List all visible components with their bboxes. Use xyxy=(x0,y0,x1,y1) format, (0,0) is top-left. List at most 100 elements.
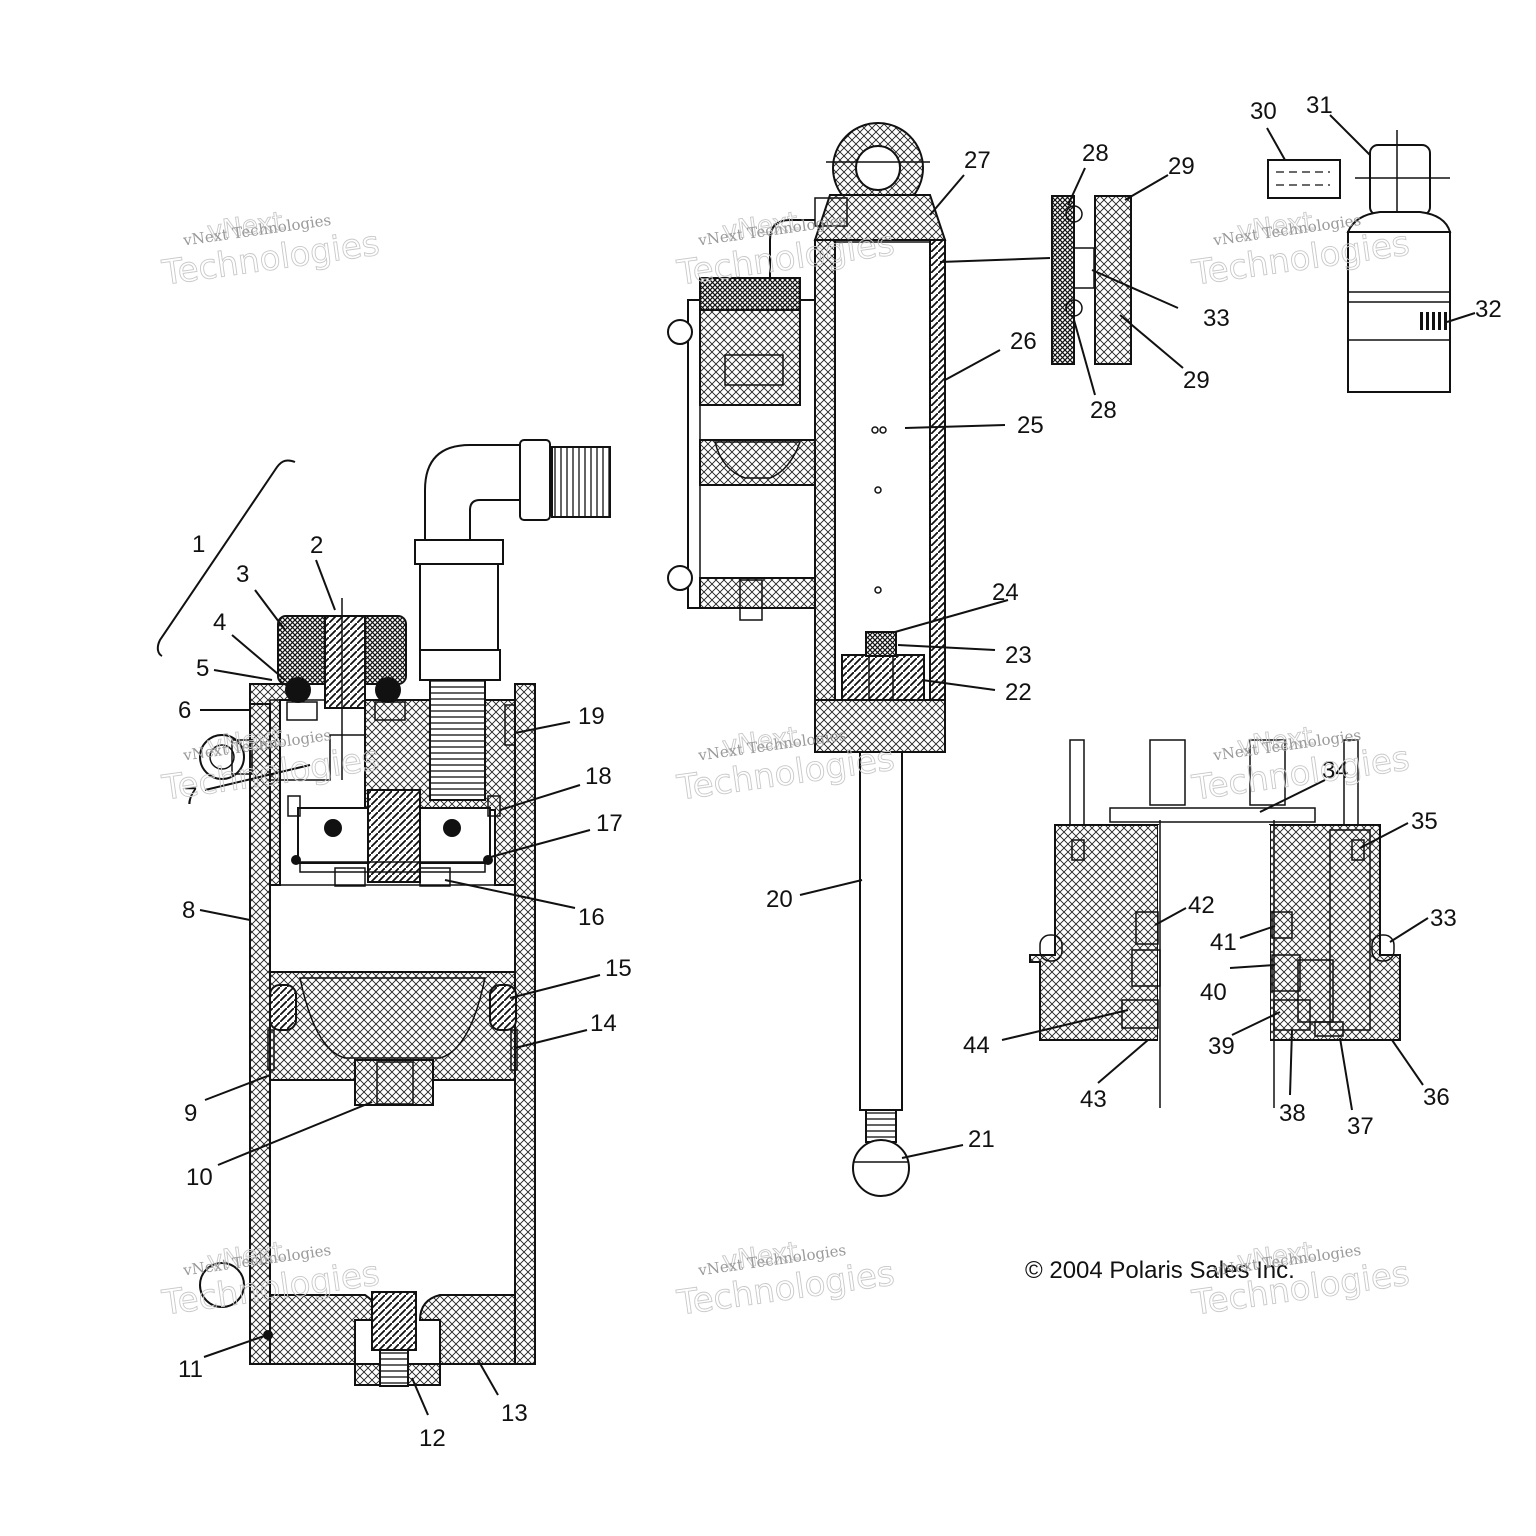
washer-right xyxy=(374,701,406,721)
callout-43: 43 xyxy=(1080,1086,1107,1113)
callout-16: 16 xyxy=(578,904,605,931)
fitting-threads xyxy=(429,679,486,801)
callout-34: 34 xyxy=(1322,757,1349,784)
sh-plug-37 xyxy=(1314,1021,1344,1037)
washer-left xyxy=(286,701,318,721)
callout-22: 22 xyxy=(1005,679,1032,706)
sh-seal-42 xyxy=(1135,911,1159,945)
sh-bore xyxy=(1158,825,1270,1115)
callout-33b: 33 xyxy=(1430,905,1457,932)
piggyback-endcap xyxy=(699,577,816,609)
callout-4: 4 xyxy=(213,609,226,636)
hole-3 xyxy=(874,486,882,494)
cap-inner-line xyxy=(270,734,365,781)
callout-11: 11 xyxy=(178,1356,203,1383)
seal-18-right xyxy=(487,795,501,817)
callout-5: 5 xyxy=(196,655,209,682)
hose-barb xyxy=(551,446,611,518)
callout-36: 36 xyxy=(1423,1084,1450,1111)
detail-ring-top xyxy=(1065,205,1083,223)
o-ring-left xyxy=(285,677,311,703)
reservoir-assembly xyxy=(156,439,611,1387)
callout-31: 31 xyxy=(1306,92,1333,119)
schrader-valve xyxy=(371,1291,417,1351)
seal-19 xyxy=(504,704,516,746)
hole-1 xyxy=(871,426,879,434)
wear-band-15-left xyxy=(269,984,297,1031)
sh-shaft-right xyxy=(1249,739,1286,806)
callout-labels: 1 2 3 4 5 6 7 8 9 10 11 12 13 14 15 16 1… xyxy=(178,92,1502,1452)
callout-25: 25 xyxy=(1017,412,1044,439)
body-fitting xyxy=(814,197,848,227)
leader-lines xyxy=(199,114,1476,1416)
adjuster-screw xyxy=(324,615,366,709)
top-right-detail xyxy=(1267,130,1452,393)
hole-2 xyxy=(879,426,887,434)
callout-14: 14 xyxy=(590,1010,617,1037)
reservoir-wall-right xyxy=(514,683,536,1365)
body-tube-left xyxy=(814,239,836,753)
callout-35: 35 xyxy=(1411,808,1438,835)
seal-14-right xyxy=(510,1029,518,1071)
piggyback-piston-cup xyxy=(714,441,802,479)
seal-18-left xyxy=(287,795,301,817)
callout-7: 7 xyxy=(184,783,197,810)
piggyback-valve-stem xyxy=(739,579,763,621)
piggyback-wall xyxy=(687,299,701,609)
seal-head-detail xyxy=(1029,739,1401,1115)
side-fitting xyxy=(199,734,245,780)
callout-23: 23 xyxy=(1005,642,1032,669)
elbow xyxy=(424,444,521,541)
callout-19: 19 xyxy=(578,703,605,730)
callout-40: 40 xyxy=(1200,979,1227,1006)
callout-6: 6 xyxy=(178,697,191,724)
callout-37: 37 xyxy=(1347,1113,1374,1140)
sh-head-right xyxy=(1269,824,1401,1041)
detail-ring-bottom xyxy=(1065,299,1083,317)
eyelet-bore xyxy=(855,145,901,191)
callout-10: 10 xyxy=(186,1164,213,1191)
sh-seal-35 xyxy=(1351,839,1365,861)
eyelet-31 xyxy=(1369,144,1431,216)
side-fitting-stem xyxy=(231,739,253,775)
detail-seal-33 xyxy=(1073,247,1095,289)
callout-15: 15 xyxy=(605,955,632,982)
copyright: © 2004 Polaris Sales Inc. xyxy=(1025,1257,1295,1284)
shock-assembly xyxy=(667,122,947,1197)
body-tube-right xyxy=(929,239,946,753)
callout-2: 2 xyxy=(310,532,323,559)
piggyback-fitting-bottom xyxy=(667,565,693,591)
shaft-thread xyxy=(865,1109,897,1143)
sleeve-30-dash xyxy=(1276,171,1330,186)
piston-bolt xyxy=(868,655,894,701)
callout-29b: 29 xyxy=(1183,367,1210,394)
sh-part-41 xyxy=(1271,911,1293,939)
body-32 xyxy=(1347,231,1451,393)
detail-pointer xyxy=(939,257,1051,263)
sh-retainer-44 xyxy=(1121,999,1159,1029)
sh-head-left xyxy=(1029,824,1159,1041)
sh-seal-35-left xyxy=(1071,839,1085,861)
valve-housing-left xyxy=(297,807,369,864)
piston-nut-24 xyxy=(865,631,897,657)
callout-20: 20 xyxy=(766,886,793,913)
callout-28b: 28 xyxy=(1090,397,1117,424)
callout-27: 27 xyxy=(964,147,991,174)
watermarks: vNext Technologies vNext Technologies vN… xyxy=(159,206,1413,1324)
check-ball-left xyxy=(324,819,342,837)
o-ring-17-left xyxy=(291,855,301,865)
callout-41: 41 xyxy=(1210,929,1237,956)
callout-13: 13 xyxy=(501,1400,528,1427)
valve-housing-right xyxy=(419,807,491,864)
nut-16-right xyxy=(419,867,451,887)
coin-ring-32 xyxy=(1420,312,1447,330)
bottom-fitting xyxy=(199,1262,245,1308)
piggyback-valve xyxy=(699,309,801,406)
sh-shaft-left xyxy=(1149,739,1186,806)
fitting-body xyxy=(419,561,499,651)
wear-band-15-right xyxy=(489,984,517,1031)
group-bracket xyxy=(156,459,296,657)
callout-29a: 29 xyxy=(1168,153,1195,180)
bleed-plug-10 xyxy=(376,1061,414,1105)
callout-39: 39 xyxy=(1208,1033,1235,1060)
